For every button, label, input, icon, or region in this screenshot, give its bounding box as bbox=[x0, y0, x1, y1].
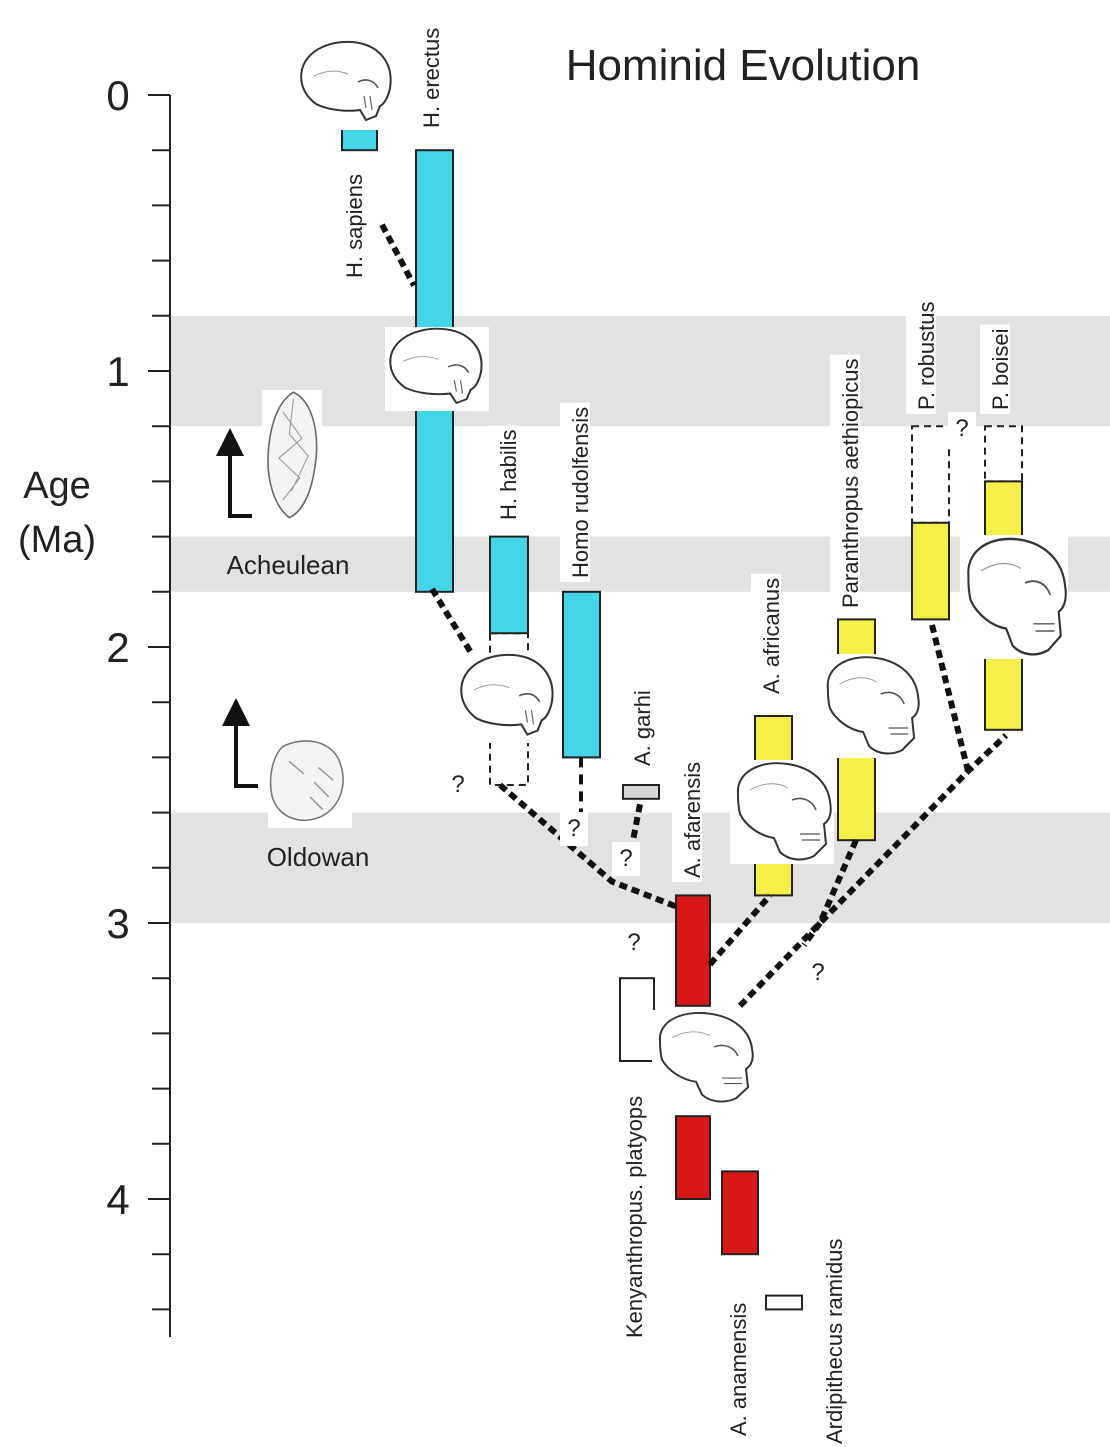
tick-label: 2 bbox=[106, 624, 129, 671]
axis-label-unit: (Ma) bbox=[18, 519, 96, 561]
skull-erectus-drawing bbox=[385, 327, 489, 411]
a-garhi-range-bar bbox=[622, 784, 660, 800]
question-mark-robustus: ? bbox=[948, 412, 976, 446]
lineage-afarensis-africanus bbox=[707, 893, 773, 967]
question-mark-rudolfensis: ? bbox=[560, 812, 588, 846]
acheulean-arrow bbox=[216, 428, 252, 518]
h-sapiens-label: H. sapiens bbox=[342, 174, 367, 278]
skull-habilis-drawing bbox=[456, 653, 560, 743]
glacial-band-upper bbox=[170, 315, 1110, 427]
lineage-erectus-habilis bbox=[429, 587, 479, 663]
h-habilis-range-bar bbox=[489, 535, 529, 635]
glacial-band-middle bbox=[170, 536, 1110, 592]
oldowan-label: Oldowan bbox=[267, 842, 370, 872]
oldowan-pebble-tool-drawing bbox=[268, 736, 352, 828]
lineage-habilis-afarensis bbox=[498, 782, 678, 910]
a-africanus-label: A. africanus bbox=[759, 578, 784, 694]
kenyanthropus-platyops-label: Kenyanthropus. platyops bbox=[622, 1096, 647, 1338]
tick-label: 4 bbox=[106, 1176, 129, 1223]
p-robustus-uncertain-range bbox=[911, 425, 950, 524]
lineage-sapiens-erectus bbox=[379, 223, 417, 287]
oldowan-arrow bbox=[222, 698, 258, 788]
question-mark-garhi: ? bbox=[612, 842, 640, 876]
a-afarensis-range-bar bbox=[675, 894, 711, 1007]
acheulean-handaxe-drawing bbox=[262, 390, 322, 524]
svg-text:?: ? bbox=[451, 771, 464, 798]
skull-sapiens-drawing bbox=[296, 40, 396, 130]
p-robustus-label: P. robustus bbox=[914, 302, 939, 410]
h-erectus-label: H. erectus bbox=[419, 28, 444, 128]
acheulean-label: Acheulean bbox=[227, 550, 350, 580]
svg-text:?: ? bbox=[811, 959, 824, 986]
ardipithecus-ramidus-range-bar bbox=[765, 1294, 803, 1311]
a-anamensis-range-bar bbox=[721, 1170, 759, 1256]
lineage-robust-trunk bbox=[737, 733, 1009, 1008]
axis-label-age: Age bbox=[23, 465, 91, 507]
tick-label: 3 bbox=[106, 900, 129, 947]
svg-text:?: ? bbox=[955, 415, 968, 442]
h-habilis-label: H. habilis bbox=[496, 430, 521, 520]
p-boisei-label: P. boisei bbox=[988, 328, 1013, 410]
homo-rudolfensis-label: Homo rudolfensis bbox=[568, 407, 593, 578]
ardipithecus-ramidus-label: Ardipithecus ramidus bbox=[822, 1239, 847, 1444]
lineage-aethiopicus-branch bbox=[817, 839, 859, 925]
skull-boisei-drawing bbox=[960, 535, 1068, 659]
paranthropus-aethiopicus-label: Paranthropus aethiopicus bbox=[838, 359, 863, 609]
lineage-trunk-lower bbox=[801, 921, 823, 947]
skull-aethiopicus-drawing bbox=[820, 654, 920, 758]
tick-label: 0 bbox=[106, 72, 129, 119]
question-mark-trunk: ? bbox=[804, 956, 832, 990]
homo-rudolfensis-range-bar bbox=[562, 590, 601, 759]
a-anamensis-label: A. anamensis bbox=[726, 1303, 751, 1436]
a-afarensis-label: A. afarensis bbox=[680, 762, 705, 878]
tick-label: 1 bbox=[106, 348, 129, 395]
kenyanthropus-platyops-range-bar bbox=[619, 977, 655, 1063]
p-boisei-uncertain-range bbox=[984, 425, 1023, 483]
skull-africanus-drawing bbox=[730, 760, 834, 864]
figure-title: Hominid Evolution bbox=[566, 41, 921, 90]
skull-afarensis-drawing bbox=[652, 1010, 756, 1106]
a-garhi-label: A. garhi bbox=[630, 690, 655, 766]
question-mark-habilis: ? bbox=[444, 768, 472, 802]
svg-text:?: ? bbox=[619, 845, 632, 872]
svg-text:?: ? bbox=[567, 815, 580, 842]
svg-text:?: ? bbox=[627, 929, 640, 956]
p-robustus-range-bar bbox=[911, 521, 950, 621]
a-afarensis-early-range-bar bbox=[675, 1115, 711, 1200]
question-mark-platyops: ? bbox=[620, 926, 648, 960]
lineage-garhi-afarensis bbox=[629, 803, 643, 847]
